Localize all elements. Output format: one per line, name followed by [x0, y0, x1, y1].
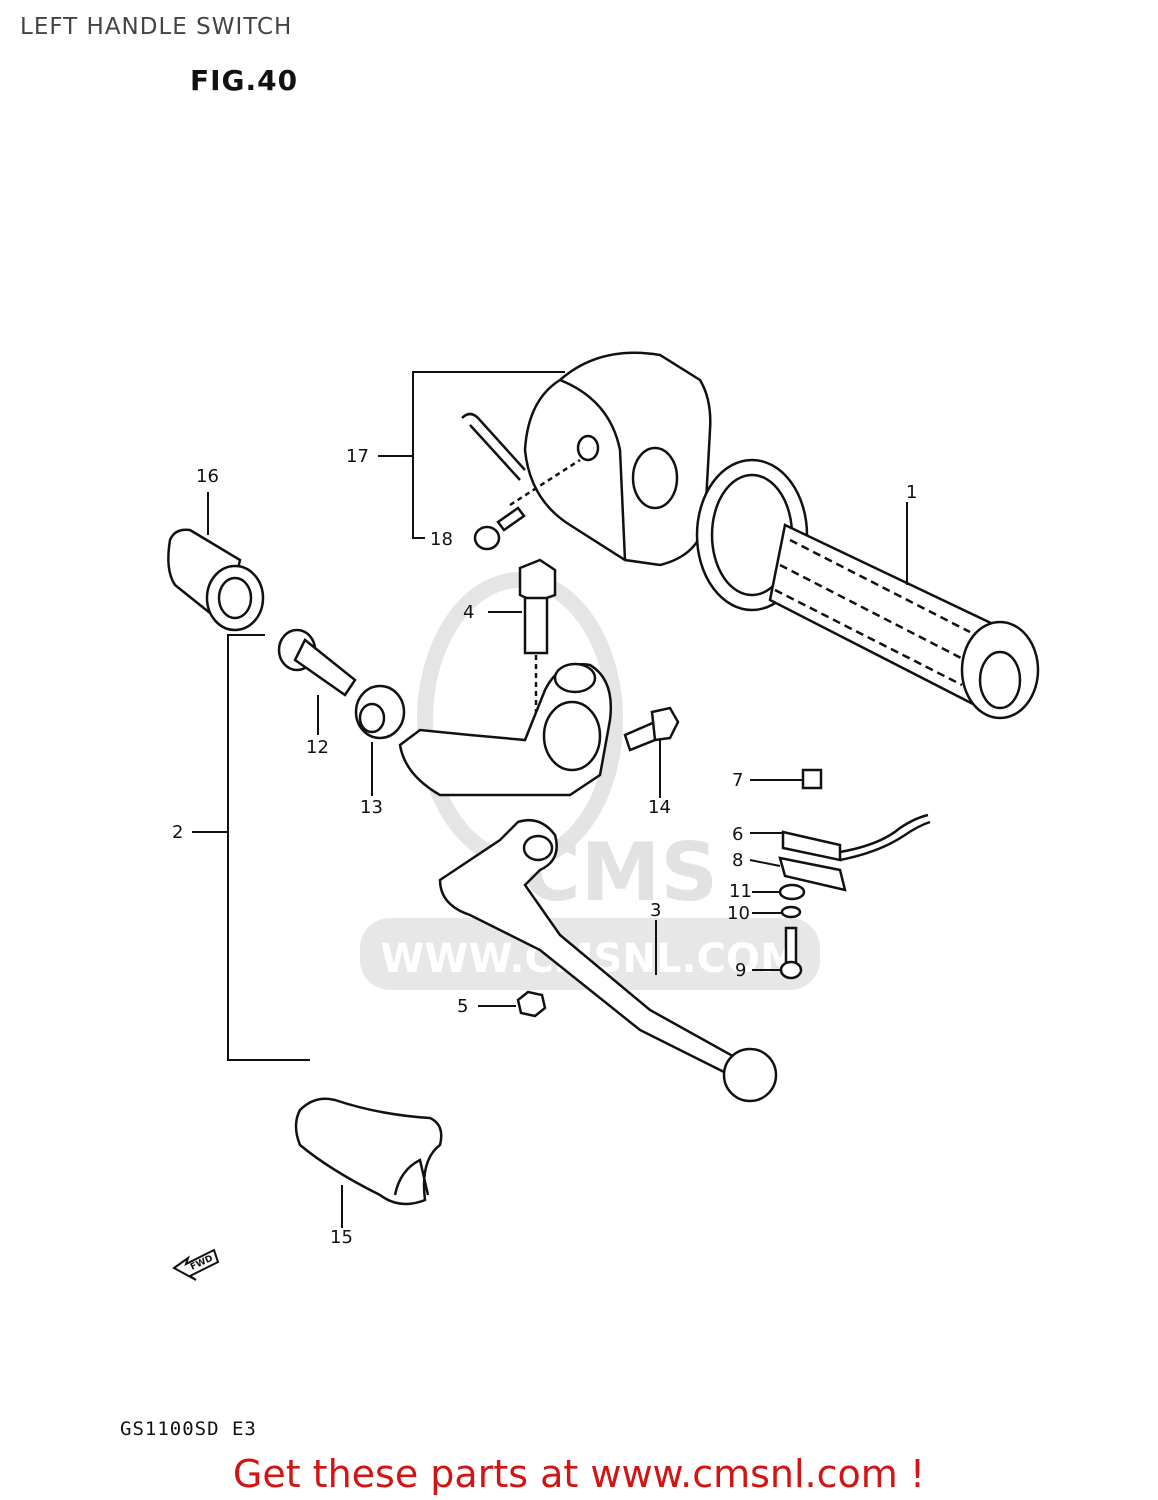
callout-15: 15	[330, 1227, 353, 1248]
callout-labels: 1 2 3 4 5 6 7 8 9 10 11 12 13 14 15 16 1…	[172, 446, 917, 1248]
callout-bracket-lines	[192, 371, 908, 1228]
part-4-pivot-bolt	[518, 558, 557, 740]
callout-6: 6	[732, 824, 743, 845]
part-1-grip	[695, 458, 1040, 720]
part-11-washer	[778, 883, 806, 901]
part-9-screw	[779, 926, 803, 980]
callout-4: 4	[463, 602, 474, 623]
callout-12: 12	[306, 737, 329, 758]
part-17-switch-housing	[461, 351, 712, 567]
callout-5: 5	[457, 996, 468, 1017]
callout-11: 11	[729, 881, 752, 902]
callout-14: 14	[648, 797, 671, 818]
part-7-clip	[801, 768, 823, 790]
callout-16: 16	[196, 466, 219, 487]
part-3-clutch-lever	[438, 818, 778, 1103]
callout-1: 1	[906, 482, 917, 503]
part-8-switch-holder	[778, 856, 847, 892]
watermark-url-band	[360, 918, 820, 990]
callout-3: 3	[650, 900, 661, 921]
callout-18: 18	[430, 529, 453, 550]
callout-8: 8	[732, 850, 743, 871]
part-5-nut	[516, 990, 547, 1018]
part-15-lever-cover	[294, 1097, 443, 1206]
callout-9: 9	[735, 960, 746, 981]
part-14-bolt	[623, 706, 680, 752]
callout-10: 10	[727, 903, 750, 924]
callout-13: 13	[360, 797, 383, 818]
part-10-washer	[780, 905, 802, 919]
part-16-cable-boot	[167, 528, 265, 632]
part-13-locknut	[354, 684, 406, 740]
promo-link[interactable]: Get these parts at www.cmsnl.com !	[232, 1452, 926, 1496]
part-6-switch	[781, 813, 931, 862]
fwd-arrow-icon: FWD	[172, 1248, 220, 1281]
page-title: LEFT HANDLE SWITCH	[20, 14, 293, 40]
model-code: GS1100SD E3	[120, 1418, 257, 1440]
part-18-screw	[473, 458, 581, 551]
part-12-adjuster-bolt	[277, 628, 357, 697]
callout-7: 7	[732, 770, 743, 791]
callout-17: 17	[346, 446, 369, 467]
figure-number: FIG.40	[190, 64, 299, 97]
lever-bracket	[398, 662, 612, 797]
callout-2: 2	[172, 822, 183, 843]
